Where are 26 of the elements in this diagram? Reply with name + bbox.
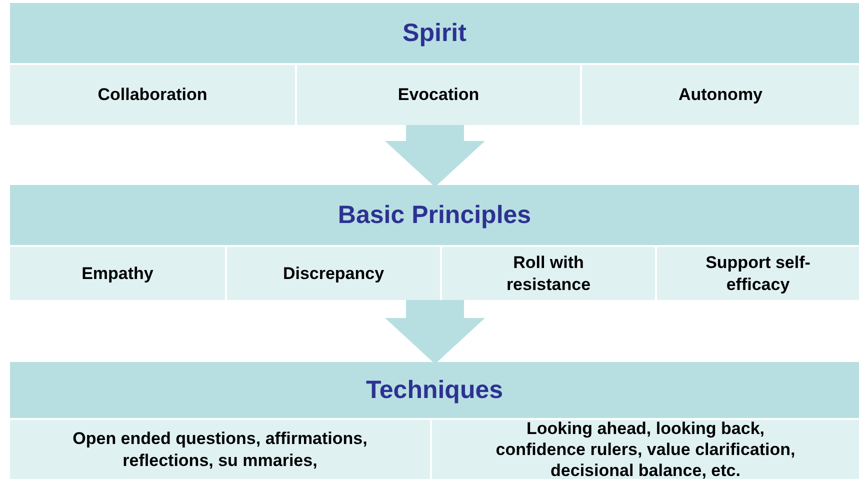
item-label: Discrepancy — [282, 262, 384, 284]
item-cell — [10, 420, 430, 479]
item-label: Looking ahead, looking back, confidence rulers, value clarification, decisional balance, etc. — [494, 418, 796, 482]
block-arrow — [385, 300, 485, 364]
item-cell — [10, 247, 225, 300]
section-heading: Basic Principles — [10, 185, 859, 245]
item-cell — [10, 65, 295, 125]
section-heading: Spirit — [10, 3, 859, 63]
item-cell — [432, 420, 859, 479]
section-panel — [10, 3, 859, 125]
item-cell — [582, 65, 859, 125]
item-cell — [297, 65, 580, 125]
item-label: Support self-efficacy — [704, 252, 812, 295]
item-label: Empathy — [82, 262, 154, 284]
item-label: Roll with resistance — [505, 252, 592, 295]
block-arrow — [385, 125, 485, 187]
item-label: Collaboration — [98, 84, 208, 106]
section-panel — [10, 185, 859, 300]
item-cell — [442, 247, 655, 300]
section-panel — [10, 362, 859, 479]
item-label: Open ended questions, affirmations, reflections, su mmaries, — [72, 428, 368, 471]
item-cell — [227, 247, 440, 300]
item-cell — [657, 247, 859, 300]
section-heading: Techniques — [10, 362, 859, 418]
item-label: Autonomy — [678, 84, 763, 106]
item-label: Evocation — [398, 84, 480, 106]
